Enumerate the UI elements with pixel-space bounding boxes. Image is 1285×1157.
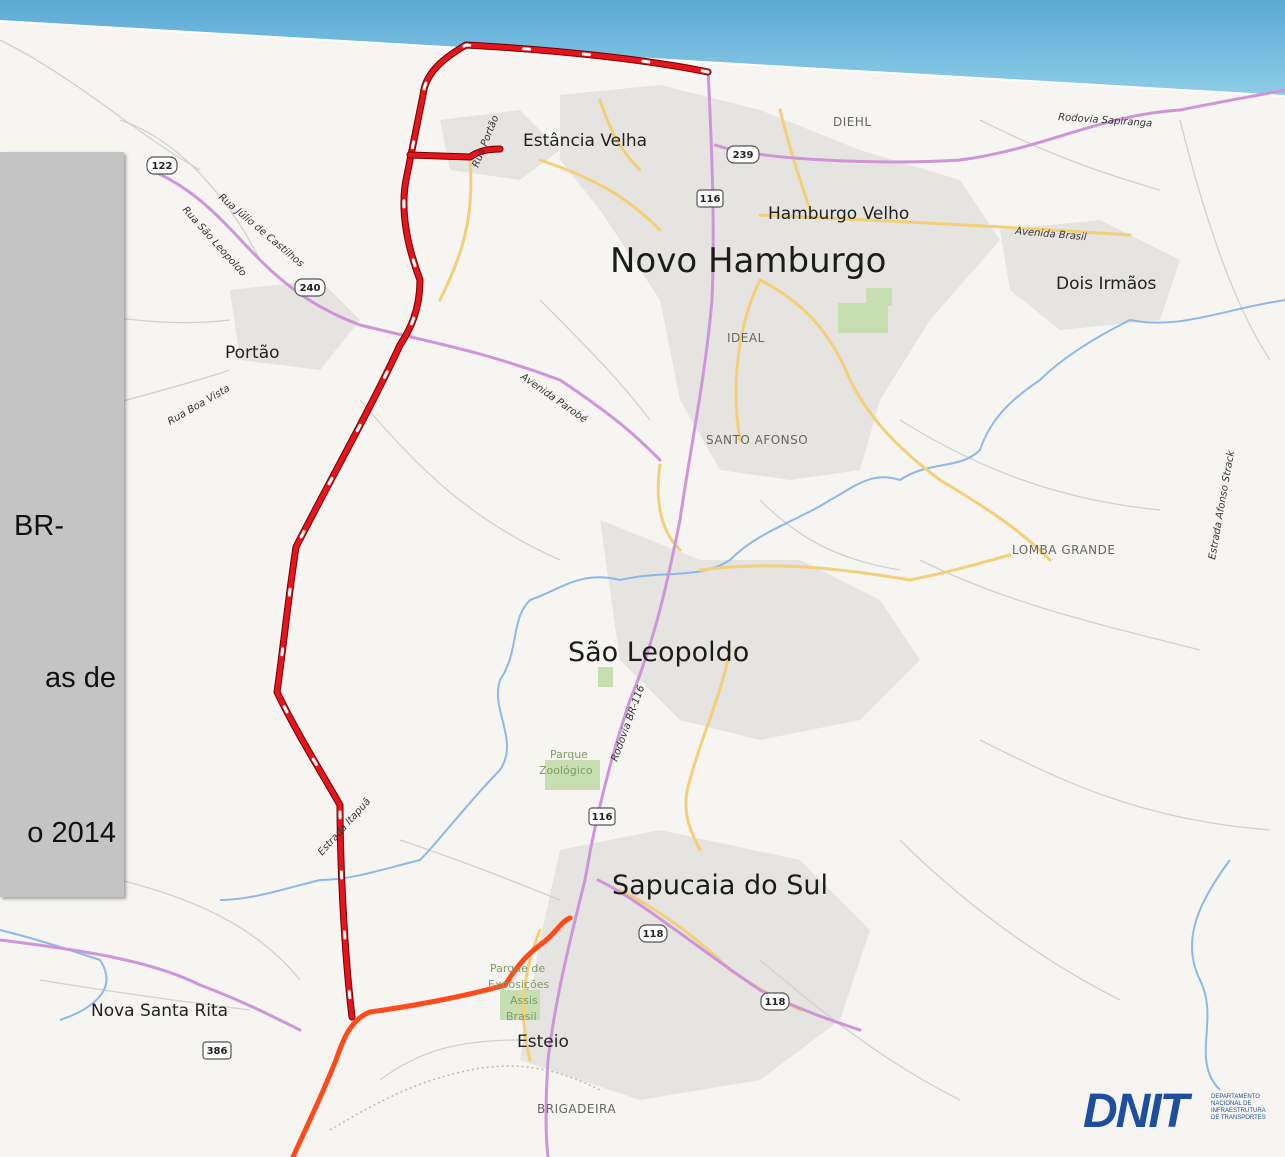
label-parque-exposicoes-1: Parque de <box>490 962 545 975</box>
label-ideal: IDEAL <box>727 331 765 345</box>
label-lomba-grande: LOMBA GRANDE <box>1012 543 1115 557</box>
svg-text:240: 240 <box>300 283 321 294</box>
rodovia-sapiranga-highway <box>713 88 1285 164</box>
svg-text:386: 386 <box>207 1046 228 1057</box>
highway-118 <box>596 878 862 1032</box>
highway-386 <box>0 938 302 1032</box>
shield-239: 239 <box>726 145 760 164</box>
railway <box>329 1065 601 1131</box>
label-esteio: Esteio <box>517 1032 569 1052</box>
label-estancia-velha: Estância Velha <box>523 131 647 151</box>
shield-386: 386 <box>202 1041 232 1060</box>
label-hamburgo-velho: Hamburgo Velho <box>768 204 909 224</box>
route-solid <box>290 915 573 1157</box>
dnit-logo-text: DNIT <box>1083 1085 1189 1138</box>
urban-areas <box>230 85 1180 1100</box>
label-nova-santa-rita: Nova Santa Rita <box>91 1001 228 1021</box>
label-parque-exposicoes-3: Assis <box>510 994 538 1007</box>
shield-118-west: 118 <box>638 924 668 943</box>
dnit-logo: DNIT Departamento Nacional de Infraestru… <box>1083 1085 1273 1138</box>
text-panel: BR- as de o 2014 <box>0 152 124 897</box>
highway-122-240 <box>148 168 662 462</box>
panel-line-3: o 2014 <box>27 817 116 849</box>
label-santo-afonso: SANTO AFONSO <box>706 433 808 447</box>
shield-116-south: 116 <box>588 807 616 826</box>
dnit-logo-subtitle: Departamento Nacional de Infraestrutura … <box>1211 1094 1266 1121</box>
label-parque-exposicoes-2: Exposições <box>488 978 550 991</box>
minor-roads <box>0 39 1271 1101</box>
label-dois-irmaos: Dois Irmãos <box>1056 274 1157 294</box>
shield-118-east: 118 <box>760 992 790 1011</box>
br116-highway <box>544 68 715 1157</box>
label-sao-leopoldo: São Leopoldo <box>568 637 749 668</box>
route-dashed <box>273 41 712 1021</box>
highway-shields: 122 240 239 116 116 118 118 386 <box>146 145 790 1060</box>
label-sapucaia-do-sul: Sapucaia do Sul <box>612 870 828 901</box>
label-parque-zoologico-2: Zoológico <box>539 764 593 777</box>
shield-240: 240 <box>294 278 326 297</box>
header-banner <box>0 0 1285 95</box>
svg-text:118: 118 <box>643 929 664 940</box>
label-parque-zoologico-1: Parque <box>550 748 588 761</box>
svg-text:239: 239 <box>733 150 754 161</box>
rivers <box>0 299 1285 1091</box>
label-portao: Portão <box>225 343 280 363</box>
label-brigadeira: BRIGADEIRA <box>537 1102 616 1116</box>
svg-text:116: 116 <box>700 194 721 205</box>
panel-line-2: as de <box>45 662 116 694</box>
label-parque-exposicoes-4: Brasil <box>506 1010 537 1023</box>
panel-line-1: BR- <box>14 510 64 542</box>
shield-122: 122 <box>146 156 178 175</box>
shield-116-north: 116 <box>696 189 724 208</box>
label-novo-hamburgo: Novo Hamburgo <box>610 241 886 281</box>
highways <box>0 68 1285 1157</box>
label-diehl: DIEHL <box>833 115 872 129</box>
svg-text:118: 118 <box>765 997 786 1008</box>
svg-text:122: 122 <box>152 161 173 172</box>
green-areas <box>500 288 892 1020</box>
svg-text:116: 116 <box>592 812 613 823</box>
